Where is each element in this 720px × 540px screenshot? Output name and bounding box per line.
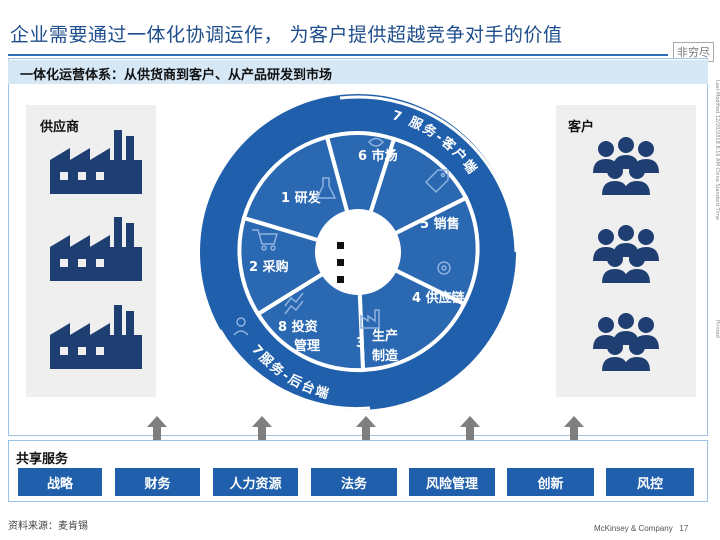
slide-title: 企业需要通过一体化协调运作， 为客户提供超越竞争对手的价值 bbox=[10, 24, 563, 46]
service-legal: 法务 bbox=[311, 468, 397, 496]
cart-icon bbox=[252, 229, 279, 251]
operating-wheel: 7 服务-客户端 7服务-后台端 1 研发 6 市场 5 销售 4 供应链 3 … bbox=[200, 94, 518, 411]
segment-label-manufacturing-2: 制造 bbox=[372, 348, 399, 364]
service-risk-management: 风险管理 bbox=[409, 468, 495, 496]
operating-system-header-bar bbox=[8, 60, 708, 84]
page-number: 17 bbox=[679, 524, 689, 533]
tag-icon bbox=[424, 169, 449, 194]
customer-groups bbox=[556, 105, 696, 397]
center-marker bbox=[337, 259, 344, 266]
supplier-label: 供应商 bbox=[40, 120, 80, 135]
last-modified-note: Last Modified 12/20/2018 8:16 AM China S… bbox=[714, 80, 720, 220]
factory-small-icon bbox=[360, 309, 380, 329]
wheel-center bbox=[315, 209, 401, 295]
printed-note: Printed bbox=[714, 320, 720, 338]
segment-procurement bbox=[237, 215, 363, 317]
source-note: 资料来源：麦肯锡 bbox=[8, 521, 88, 532]
service-innovation: 创新 bbox=[507, 468, 594, 496]
brand-name: McKinsey & Company bbox=[594, 524, 673, 533]
gear-icon bbox=[437, 261, 451, 275]
footer-brand: McKinsey & Company 17 bbox=[594, 524, 688, 533]
customer-group-icon bbox=[593, 225, 659, 283]
factory-icon bbox=[50, 305, 142, 369]
segment-label-market: 6 市场 bbox=[358, 148, 398, 164]
center-marker bbox=[337, 242, 344, 249]
factory-icon bbox=[50, 130, 142, 194]
operating-system-title: 一体化运营体系：从供货商到客户、从产品研发到市场 bbox=[20, 68, 333, 83]
segment-label-sales: 5 销售 bbox=[420, 216, 460, 232]
chart-icon bbox=[284, 292, 304, 315]
center-marker bbox=[337, 276, 344, 283]
service-hr: 人力资源 bbox=[213, 468, 298, 496]
segment-label-procurement: 2 采购 bbox=[249, 259, 289, 275]
supplier-factories bbox=[50, 130, 142, 369]
flask-icon bbox=[315, 177, 337, 199]
service-finance: 财务 bbox=[115, 468, 200, 496]
segment-label-manufacturing-num: 3 bbox=[356, 336, 365, 351]
person-icon bbox=[233, 317, 249, 336]
shared-services-title: 共享服务 bbox=[16, 452, 69, 467]
segment-label-investment-1: 8 投资 bbox=[278, 319, 318, 335]
segment-supply-chain bbox=[353, 195, 480, 307]
customer-group-icon bbox=[593, 313, 659, 371]
segment-label-investment-2: 管理 bbox=[294, 338, 320, 354]
service-strategy: 战略 bbox=[18, 468, 102, 496]
title-divider bbox=[8, 54, 668, 56]
customer-group-icon bbox=[593, 137, 659, 195]
segment-label-manufacturing-1: 生产 bbox=[372, 328, 398, 344]
segment-label-supply-chain: 4 供应链 bbox=[412, 290, 466, 306]
factory-icon bbox=[50, 217, 142, 281]
handshake-icon bbox=[367, 137, 385, 147]
service-risk-control: 风控 bbox=[606, 468, 694, 496]
segment-label-rd: 1 研发 bbox=[281, 190, 322, 206]
customer-label: 客户 bbox=[568, 120, 595, 135]
